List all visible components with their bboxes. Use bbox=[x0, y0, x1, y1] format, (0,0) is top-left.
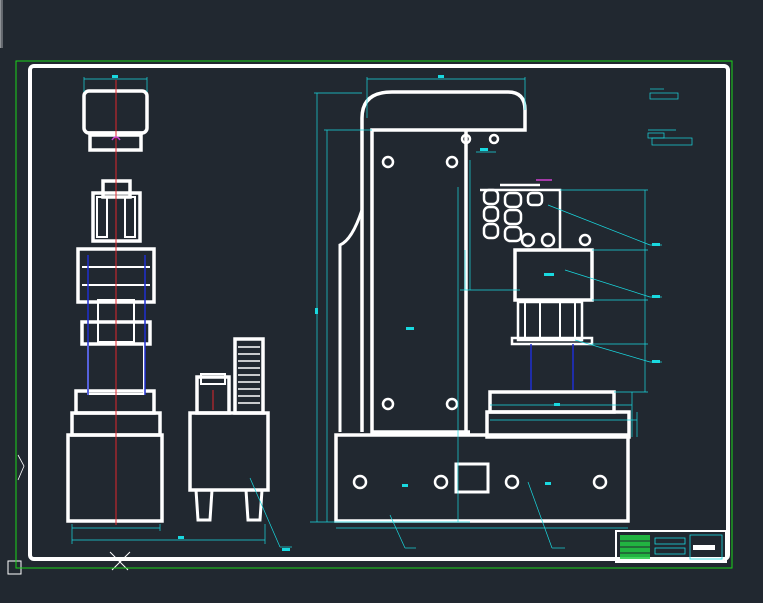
sheet-border-inner bbox=[28, 64, 730, 561]
dimension-text-markers bbox=[112, 75, 660, 551]
hydraulic-unit bbox=[188, 337, 270, 522]
front-dimensions bbox=[71, 77, 266, 544]
ucs-icon bbox=[17, 454, 25, 481]
frame-bolt-holes bbox=[352, 133, 608, 490]
filter-fins bbox=[238, 346, 260, 404]
front-view bbox=[66, 89, 164, 523]
sheet-border-outer bbox=[15, 60, 733, 569]
title-block bbox=[615, 530, 727, 563]
front-highlight-mark bbox=[111, 136, 121, 141]
side-view bbox=[334, 90, 631, 523]
side-leaders bbox=[389, 204, 662, 549]
hydraulic-leader bbox=[249, 477, 281, 548]
head-cylinders bbox=[482, 188, 592, 248]
tolerance-notes bbox=[647, 88, 693, 146]
side-dimensions bbox=[310, 77, 648, 529]
cursor-cross-icon bbox=[109, 551, 131, 571]
